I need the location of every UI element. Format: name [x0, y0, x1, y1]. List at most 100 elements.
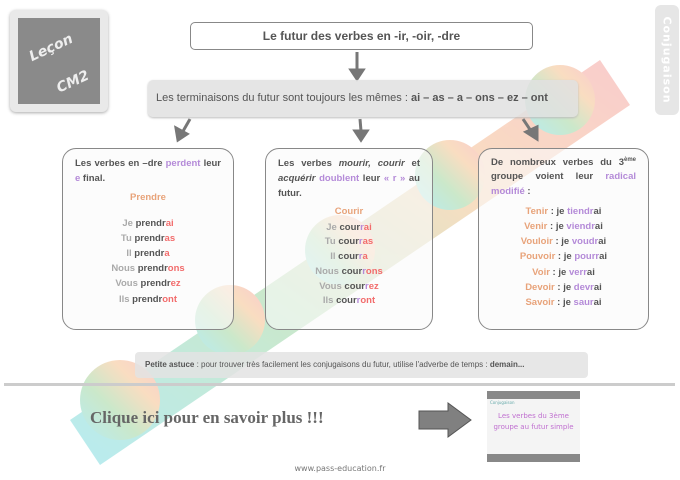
infinitive: Venir [524, 220, 548, 232]
infinitive: Vouloir [520, 236, 553, 248]
infinitive: Tenir [525, 205, 549, 217]
box3-intro: De nombreux verbes du 3ème groupe voient… [491, 156, 636, 197]
ending: ai [598, 236, 607, 248]
stem: prendr [135, 217, 166, 229]
pronoun: Il [330, 251, 336, 263]
site-url: www.pass-education.fr [294, 464, 386, 473]
box2-intro: Les verbes mourir, courir et acquérir do… [278, 158, 421, 200]
page-title: Le futur des verbes en -ir, -oir, -dre [190, 22, 533, 50]
ending: ai [165, 217, 174, 229]
infinitive: Devoir [525, 281, 555, 293]
conjugation-row: Nous prendrons [75, 261, 221, 276]
pronoun: Ils [118, 293, 130, 305]
stem: cour [338, 251, 359, 263]
conjugation-row: Je courrai [278, 221, 420, 236]
pronoun: je [561, 236, 570, 248]
arrow-mid-icon [352, 129, 370, 143]
pronoun: Il [126, 247, 132, 259]
pronoun: Je [122, 217, 133, 229]
conjugation-row: Il prendra [75, 246, 221, 261]
conjugation-row: Tu prendras [75, 231, 221, 246]
pronoun: Je [326, 221, 337, 233]
pronoun: Nous [315, 265, 339, 277]
conjugation-row: Vous courrez [278, 280, 420, 295]
radical: pourr [574, 251, 600, 263]
box-dre: Les verbes en –dre perdent leur e final.… [62, 148, 234, 330]
ending: ai [593, 281, 602, 293]
verb-prendre: Prendre [130, 192, 166, 204]
conjugation-row: Ils prendront [75, 292, 221, 307]
radical: saur [573, 296, 594, 308]
infinitive: Pouvoir [519, 251, 556, 263]
pronoun: je [563, 251, 572, 263]
arrow-right-icon[interactable] [418, 402, 472, 438]
stem: cour [341, 265, 363, 277]
conjugation-row: Tu courras [278, 235, 420, 250]
pronoun: Nous [111, 263, 136, 275]
conjugation-row: Savoir : je saurai [525, 296, 602, 308]
stem: prendr [140, 278, 171, 290]
radical: verr [568, 266, 587, 278]
pronoun: Vous [319, 280, 342, 292]
ending: ai [593, 296, 602, 308]
terminaisons-text: Les terminaisons du futur sont toujours … [156, 92, 411, 104]
pronoun: je [555, 220, 564, 232]
stem: prendr [134, 232, 165, 244]
pronoun: Tu [120, 232, 132, 244]
endings: ai – as – a – ons – ez – ont [410, 92, 548, 104]
thumbnail-title: Les verbes du 3ème groupe au futur simpl… [493, 412, 574, 431]
thumbnail-small: Conjugaison [490, 400, 515, 405]
infinitive: Voir [532, 266, 550, 278]
ending: a [362, 251, 368, 263]
stem: cour [336, 295, 357, 307]
ending: ai [586, 266, 595, 278]
pronoun: Tu [324, 236, 336, 248]
ending: ez [368, 280, 379, 292]
ending: ai [363, 221, 372, 233]
ending: ez [170, 278, 181, 290]
radical: devr [573, 281, 594, 293]
box1-intro: Les verbes en –dre perdent leur e final. [75, 158, 222, 185]
stem: prendr [137, 263, 168, 275]
conjugation-row: Devoir : je devrai [525, 281, 602, 293]
ending: ai [599, 251, 608, 263]
radical: voudr [571, 236, 599, 248]
divider [4, 383, 675, 386]
pronoun: je [562, 296, 571, 308]
ending: ai [593, 205, 602, 217]
ending: ont [162, 293, 178, 305]
more-info-link[interactable]: Clique ici pour en savoir plus !!! [90, 408, 324, 427]
ending: ons [167, 263, 185, 275]
ending: ons [365, 265, 383, 277]
ending: ai [594, 220, 603, 232]
infinitive: Savoir [525, 296, 555, 308]
conjugation-row: Nous courrons [278, 265, 420, 280]
tip-bar: Petite astuce : pour trouver très facile… [135, 352, 588, 378]
box-rr: Les verbes mourir, courir et acquérir do… [265, 148, 433, 330]
pronoun: je [563, 281, 572, 293]
conjugation-row: Il courra [278, 250, 420, 265]
conjugation-row: Vouloir : je voudrai [520, 236, 607, 248]
side-tab: Conjugaison [655, 5, 679, 115]
box-radical: De nombreux verbes du 3ème groupe voient… [478, 148, 649, 330]
stem: cour [344, 280, 365, 292]
conjugation-row: Vous prendrez [75, 276, 221, 291]
conjugation-row: Tenir : je tiendrai [525, 205, 602, 217]
radical: viendr [566, 220, 595, 232]
pronoun: Vous [115, 278, 138, 290]
stem: prendr [132, 293, 163, 305]
conjugation-row: Venir : je viendrai [524, 220, 603, 232]
pronoun: je [558, 266, 567, 278]
stem: cour [338, 236, 359, 248]
ending: as [362, 236, 374, 248]
ending: as [164, 232, 176, 244]
conjugation-row: Ils courront [278, 294, 420, 309]
conjugation-row: Pouvoir : je pourrai [519, 251, 608, 263]
pronoun: Ils [322, 295, 334, 307]
conjugation-row: Voir : je verrai [532, 266, 595, 278]
pronoun: je [556, 205, 565, 217]
radical: tiendr [567, 205, 594, 217]
ending: a [164, 247, 170, 259]
verb-courir: Courir [334, 205, 364, 217]
